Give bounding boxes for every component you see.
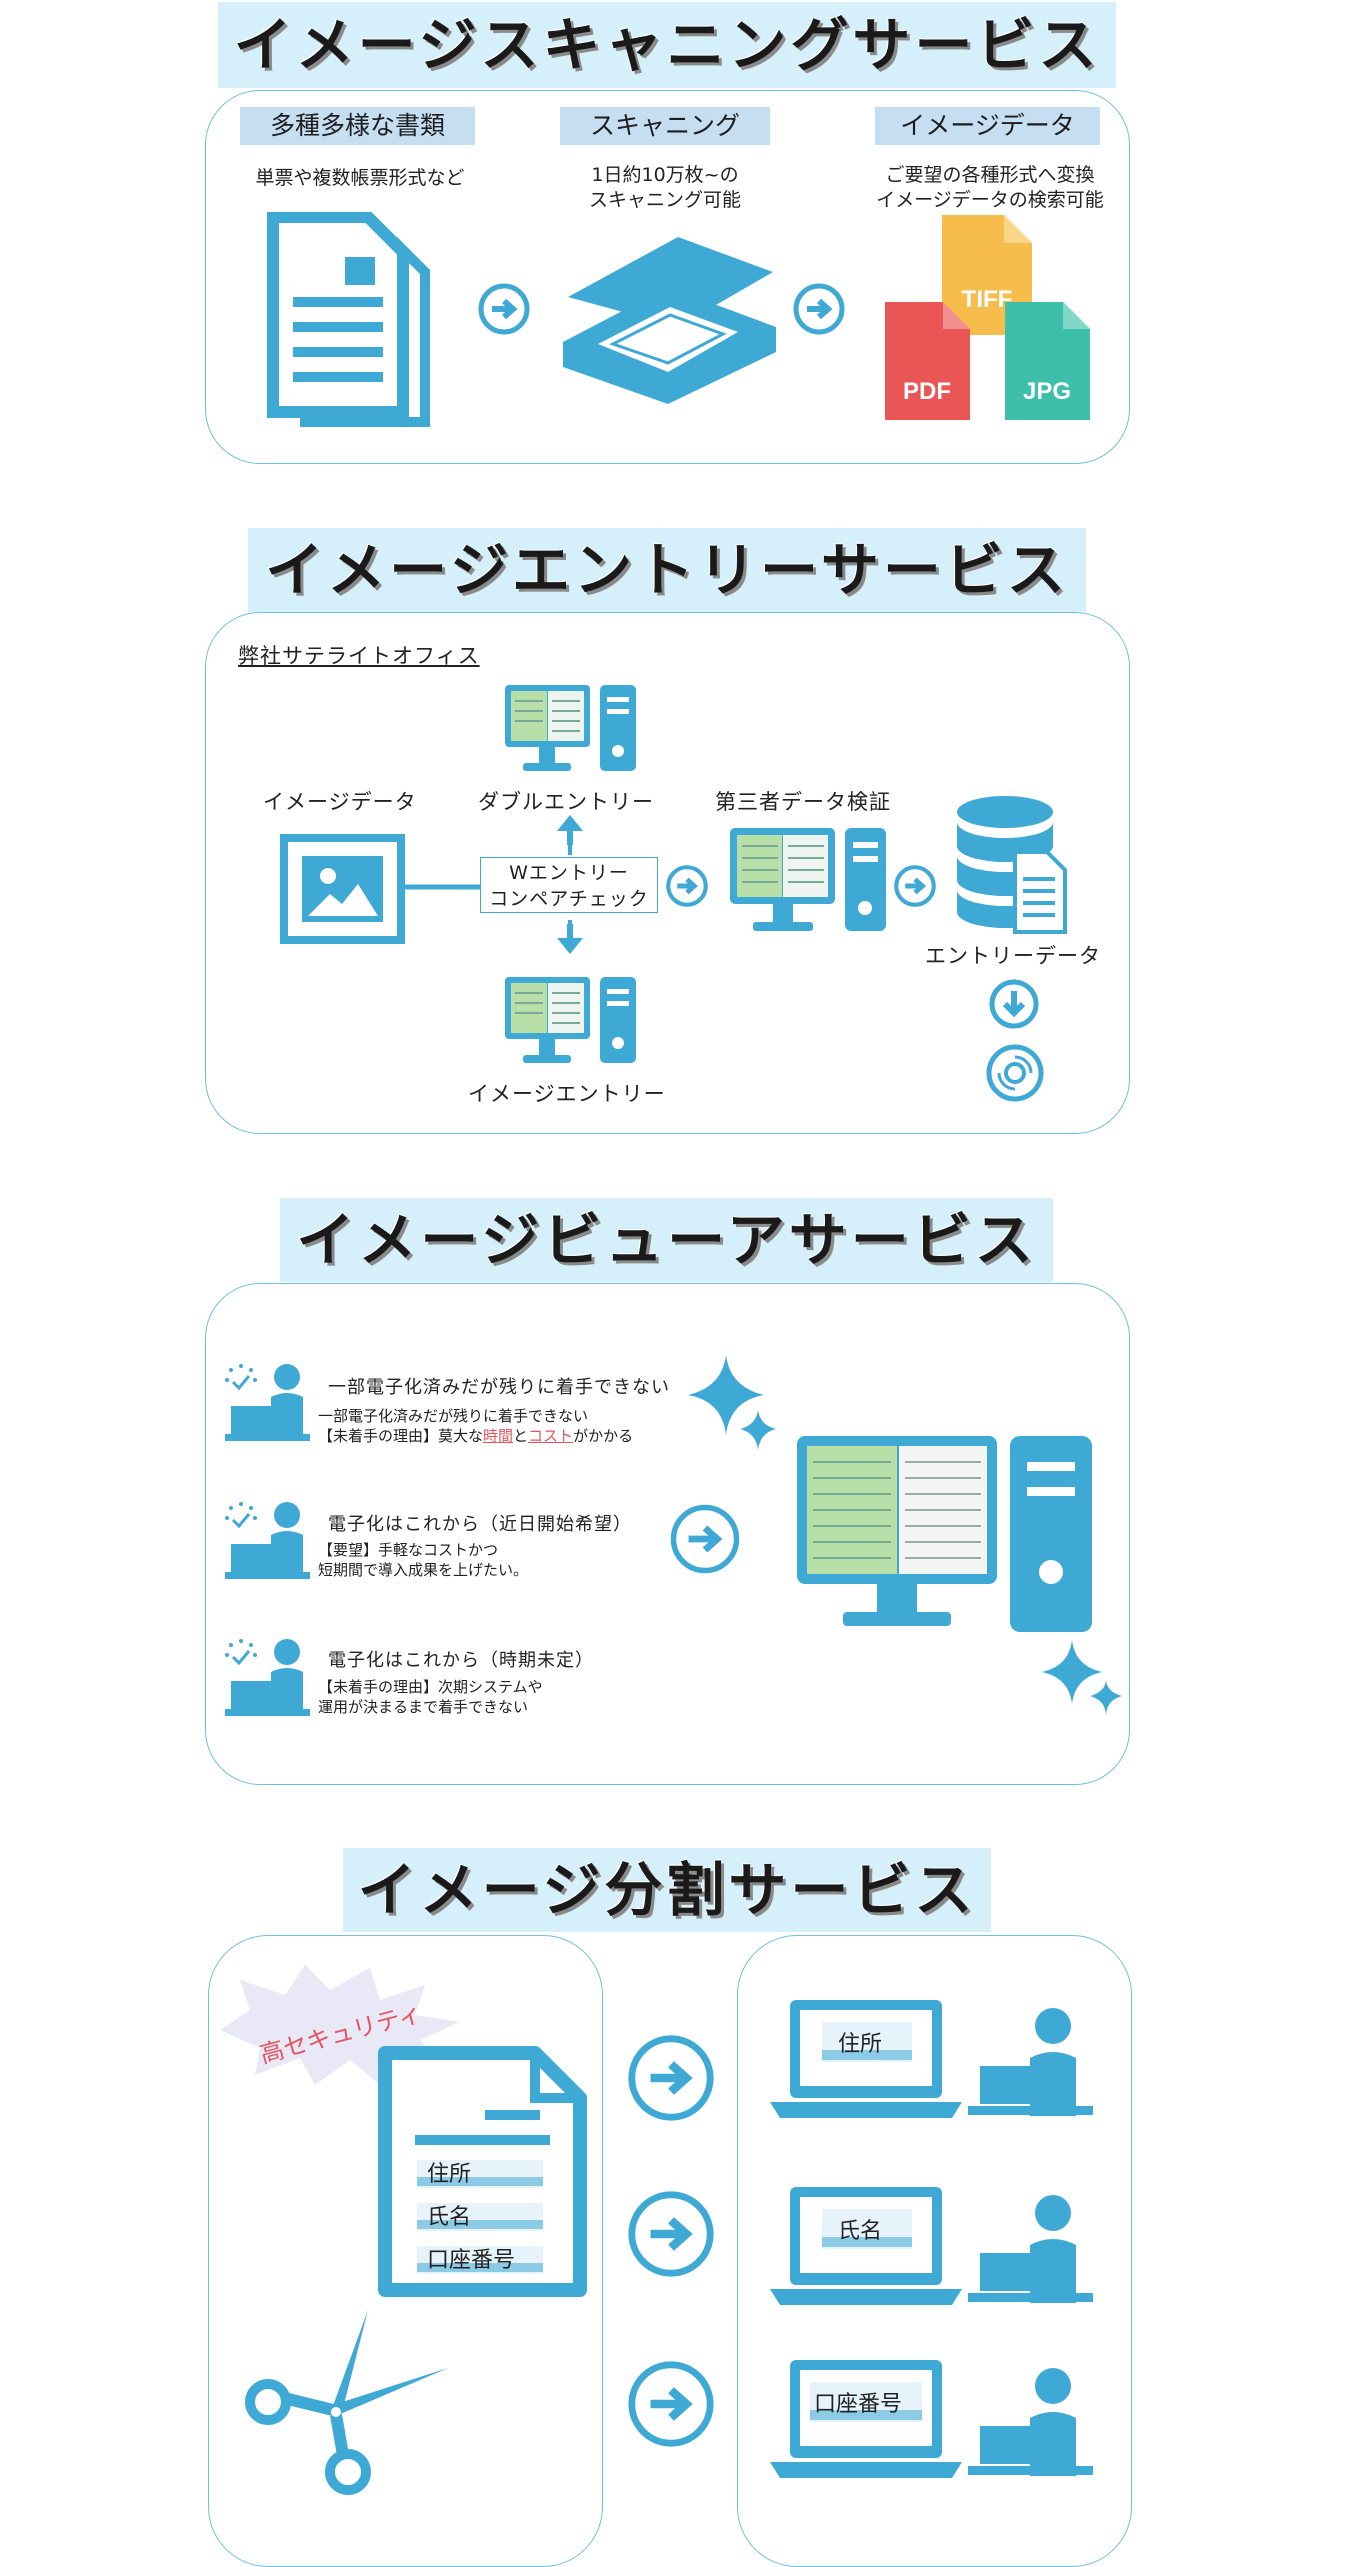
viewer-item-line2: 運用が決まるまで着手できない xyxy=(318,1698,529,1716)
arrow-right-icon xyxy=(628,2035,714,2121)
sparkle-icon xyxy=(688,1355,776,1450)
computer-verify-icon xyxy=(730,828,886,931)
person-laptop-icon xyxy=(225,1502,310,1579)
step-tag-image-data: イメージデータ xyxy=(875,107,1100,145)
section4-title: イメージ分割サービス xyxy=(343,1848,991,1932)
section1-title: イメージスキャニングサービス xyxy=(218,2,1116,88)
entry-data-label: エントリーデータ xyxy=(925,944,1101,968)
image-data-label: イメージデータ xyxy=(263,790,417,814)
arrow-right-icon xyxy=(670,1504,740,1574)
viewer-item-heading: 電子化はこれから（近日開始希望） xyxy=(328,1514,632,1535)
arrow-up-icon xyxy=(557,815,583,845)
viewer-item-line2: 【未着手の理由】莫大な時間とコストがかかる xyxy=(318,1427,634,1445)
verify-label: 第三者データ検証 xyxy=(715,790,891,814)
database-icon xyxy=(957,796,1067,934)
step-desc-documents: 単票や複数帳票形式など xyxy=(255,167,465,189)
laptop-field-icon: 氏名 xyxy=(770,2187,1093,2305)
svg-text:氏名: 氏名 xyxy=(427,2205,471,2230)
arrow-right-icon xyxy=(894,865,936,907)
viewer-item-heading: 一部電子化済みだが残りに着手できない xyxy=(328,1377,670,1398)
laptop-field-icon: 口座番号 xyxy=(770,2360,1093,2478)
computer-viewer-icon xyxy=(797,1436,1092,1632)
office-label: 弊社サテライトオフィス xyxy=(238,644,480,668)
arrow-right-icon xyxy=(666,865,708,907)
person-laptop-icon xyxy=(225,1639,310,1716)
computer-double-entry-icon xyxy=(505,685,636,771)
section2-title: イメージエントリーサービス xyxy=(248,528,1086,612)
laptop-field-icon: 住所 xyxy=(770,2000,1093,2118)
svg-text:口座番号: 口座番号 xyxy=(814,2392,902,2417)
viewer-item-heading: 電子化はこれから（時期未定） xyxy=(328,1650,594,1671)
svg-text:口座番号: 口座番号 xyxy=(427,2248,515,2273)
step-desc-scanning: 1日約10万枚~の スキャニング可能 xyxy=(588,164,741,211)
disc-icon xyxy=(986,1044,1044,1102)
section3-title: イメージビューアサービス xyxy=(280,1198,1053,1282)
svg-text:氏名: 氏名 xyxy=(838,2219,882,2244)
document-fields-icon: 住所 氏名 口座番号 xyxy=(378,2046,587,2297)
svg-text:住所: 住所 xyxy=(427,2162,471,2187)
documents-icon xyxy=(267,212,430,427)
sparkle-icon xyxy=(1042,1640,1122,1715)
step-tag-documents: 多種多様な書類 xyxy=(240,107,475,145)
arrow-right-icon xyxy=(628,2361,714,2447)
viewer-item-line1: 一部電子化済みだが残りに着手できない xyxy=(318,1407,589,1425)
step-desc-image-data: ご要望の各種形式へ変換 イメージデータの検索可能 xyxy=(876,164,1104,211)
step-tag-scanning: スキャニング xyxy=(560,107,770,145)
image-entry-label: イメージエントリー xyxy=(468,1082,666,1106)
arrow-right-icon xyxy=(478,283,530,335)
scissors-icon xyxy=(245,2310,448,2495)
person-laptop-icon xyxy=(225,1364,310,1441)
double-entry-label: ダブルエントリー xyxy=(478,790,654,814)
svg-text:住所: 住所 xyxy=(838,2032,882,2057)
svg-text:JPG: JPG xyxy=(1023,378,1071,405)
scanner-icon xyxy=(563,237,776,404)
download-icon xyxy=(989,979,1039,1029)
file-pdf-icon: PDF xyxy=(885,302,970,420)
viewer-item-line1: 【要望】手軽なコストかつ xyxy=(318,1541,499,1559)
compare-check-box: Wエントリー コンペアチェック xyxy=(480,857,658,913)
arrow-right-icon xyxy=(628,2191,714,2277)
viewer-item-line1: 【未着手の理由】次期システムや xyxy=(318,1678,543,1696)
svg-text:PDF: PDF xyxy=(903,378,951,405)
svg-text:TIFF: TIFF xyxy=(962,286,1013,313)
viewer-item-line2: 短期間で導入成果を上げたい。 xyxy=(318,1561,529,1579)
file-jpg-icon: JPG xyxy=(1005,302,1090,420)
arrow-right-icon xyxy=(793,283,845,335)
image-icon xyxy=(280,834,405,944)
computer-image-entry-icon xyxy=(505,977,636,1063)
arrow-down-icon xyxy=(557,924,583,954)
